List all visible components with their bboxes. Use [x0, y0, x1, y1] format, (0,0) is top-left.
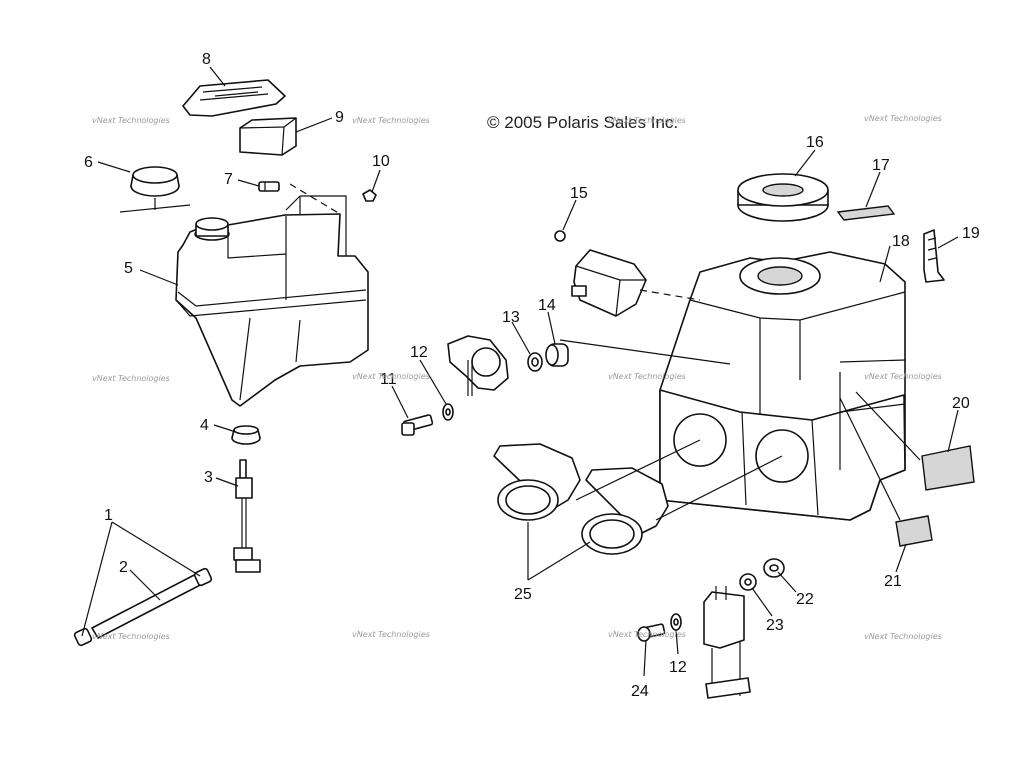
callout-10: 10: [372, 153, 390, 170]
watermark: vNext Technologies: [92, 116, 170, 125]
part-19-clip: [923, 229, 945, 283]
callout-8: 8: [202, 51, 211, 68]
part-10-nut: [362, 189, 377, 202]
part-12-washer-b: [670, 613, 682, 631]
watermark: vNext Technologies: [352, 630, 430, 639]
part-14-grommet: [545, 343, 569, 367]
control-module: [571, 249, 647, 317]
callout-2: 2: [119, 559, 128, 576]
part-4-grommet: [231, 425, 261, 445]
watermark: vNext Technologies: [608, 116, 686, 125]
part-15-screw: [554, 230, 566, 242]
callout-15: 15: [570, 185, 588, 202]
callout-14: 14: [538, 297, 556, 314]
part-5-tank: [175, 195, 369, 407]
callout-20: 20: [952, 395, 970, 412]
watermark: vNext Technologies: [352, 116, 430, 125]
valve-body: [447, 335, 509, 396]
callout-labels: 1 2 3 4 5 6 7 8 9 10 11 12 12 13 14 15 1…: [84, 51, 980, 700]
callout-3: 3: [204, 469, 213, 486]
watermark: vNext Technologies: [92, 374, 170, 383]
callout-13: 13: [502, 309, 520, 326]
callout-4: 4: [200, 417, 209, 434]
watermark: vNext Technologies: [352, 372, 430, 381]
callout-21: 21: [884, 573, 902, 590]
callout-23: 23: [766, 617, 784, 634]
copyright-notice: © 2005 Polaris Sales Inc.: [487, 113, 679, 132]
part-18-airbox: [659, 251, 906, 521]
part-6-cap: [119, 166, 191, 213]
callout-17: 17: [872, 157, 890, 174]
part-25-boots: [493, 443, 669, 555]
part-16-ring: [737, 173, 829, 222]
callout-1: 1: [104, 507, 113, 524]
part-8-cover: [182, 79, 286, 117]
part-12-washer-a: [442, 403, 454, 421]
watermark: vNext Technologies: [92, 632, 170, 641]
part-2-tube: [73, 567, 213, 647]
part-20-label: [921, 445, 975, 491]
callout-25: 25: [514, 586, 532, 603]
callout-5: 5: [124, 260, 133, 277]
callout-12-lower: 12: [669, 659, 687, 676]
part-24-bolt: [637, 623, 666, 642]
watermark: vNext Technologies: [864, 632, 942, 641]
leader-lines: [81, 66, 959, 677]
part-21-label: [895, 515, 933, 547]
part-3-sender: [233, 459, 261, 573]
watermark: vNext Technologies: [608, 630, 686, 639]
callout-24: 24: [631, 683, 649, 700]
part-7-bolt: [258, 181, 280, 192]
callout-12-upper: 12: [410, 344, 428, 361]
assembly-lines: [289, 183, 921, 521]
part-11-bolt: [401, 414, 434, 436]
callout-9: 9: [335, 109, 344, 126]
callout-18: 18: [892, 233, 910, 250]
callout-6: 6: [84, 154, 93, 171]
relay-bracket: [703, 586, 751, 699]
callout-22: 22: [796, 591, 814, 608]
watermark: vNext Technologies: [608, 372, 686, 381]
part-9-block: [239, 117, 297, 156]
callout-16: 16: [806, 134, 824, 151]
part-23-grommet: [739, 573, 757, 591]
callout-7: 7: [224, 171, 233, 188]
part-13-washer: [527, 352, 543, 372]
part-22-grommet: [763, 558, 785, 578]
part-17-label: [836, 205, 896, 221]
callout-19: 19: [962, 225, 980, 242]
watermark: vNext Technologies: [864, 114, 942, 123]
callout-11: 11: [380, 371, 397, 388]
watermark: vNext Technologies: [864, 372, 942, 381]
